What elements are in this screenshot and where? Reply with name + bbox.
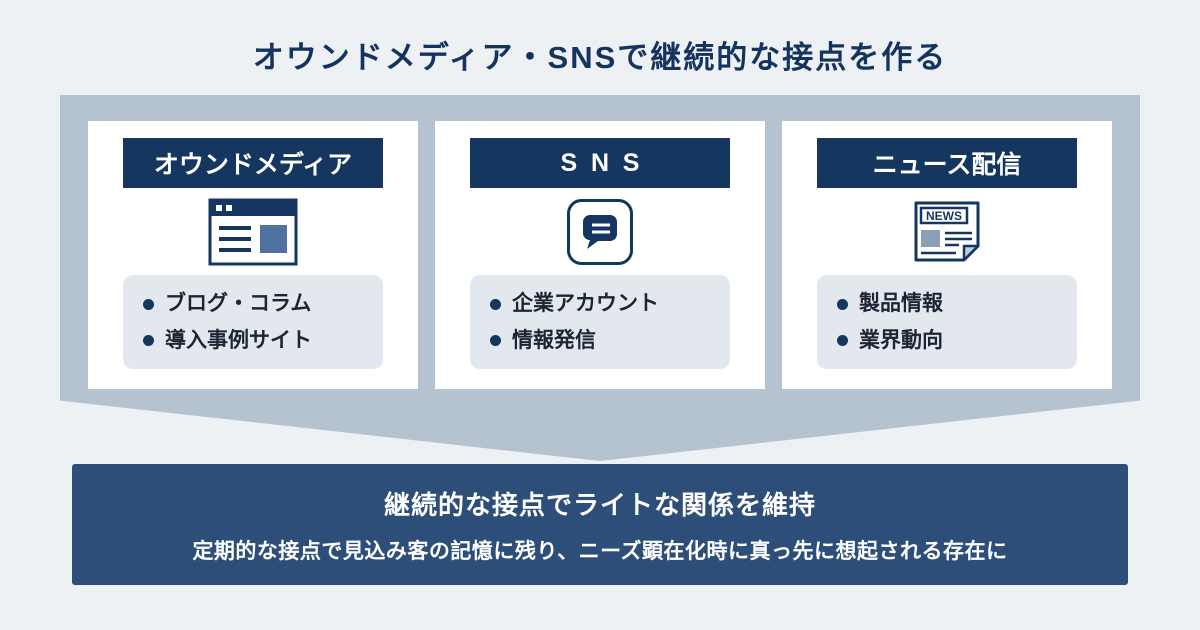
chat-bubble-icon — [566, 188, 634, 275]
bullet-item: 導入事例サイト — [143, 327, 363, 354]
card-owned-media: オウンドメディア ブログ・コラム — [88, 121, 418, 389]
conclusion-banner: 継続的な接点でライトな関係を維持 定期的な接点で見込み客の記憶に残り、ニーズ顕在… — [72, 464, 1128, 585]
bullet-label: 製品情報 — [859, 292, 943, 316]
bullet-dot-icon — [143, 298, 154, 310]
bullet-label: 業界動向 — [859, 328, 943, 352]
bullet-item: 製品情報 — [837, 290, 1057, 317]
bullet-dot-icon — [490, 334, 501, 346]
bullet-item: 業界動向 — [837, 327, 1057, 354]
browser-window-icon — [208, 188, 298, 275]
bullet-label: 情報発信 — [512, 328, 596, 352]
bullet-label: ブログ・コラム — [165, 292, 312, 316]
card-sns: SNS 企業アカウント 情報発信 — [435, 121, 765, 389]
bullet-label: 導入事例サイト — [165, 328, 312, 352]
bullet-box: ブログ・コラム 導入事例サイト — [123, 275, 383, 369]
card-header-news: ニュース配信 — [817, 138, 1077, 188]
news-icon-label: NEWS — [926, 209, 962, 223]
bullet-dot-icon — [490, 298, 501, 310]
bullet-item: ブログ・コラム — [143, 290, 363, 317]
conclusion-subtitle: 定期的な接点で見込み客の記憶に残り、ニーズ顕在化時に真っ先に想起される存在に — [192, 539, 1008, 563]
bullet-dot-icon — [837, 334, 848, 346]
bullet-item: 企業アカウント — [490, 290, 710, 317]
bullet-box: 企業アカウント 情報発信 — [470, 275, 730, 369]
page-title: オウンドメディア・SNSで継続的な接点を作る — [252, 40, 948, 75]
cards-row: オウンドメディア ブログ・コラム — [88, 121, 1112, 389]
card-header-sns: SNS — [470, 138, 730, 188]
bullet-item: 情報発信 — [490, 327, 710, 354]
bullet-label: 企業アカウント — [512, 292, 659, 316]
card-news: ニュース配信 NEWS 製品情報 — [782, 121, 1112, 389]
conclusion-title: 継続的な接点でライトな関係を維持 — [383, 489, 816, 520]
card-header-owned-media: オウンドメディア — [123, 138, 383, 188]
bullet-dot-icon — [143, 334, 154, 346]
bullet-dot-icon — [837, 298, 848, 310]
bullet-box: 製品情報 業界動向 — [817, 275, 1077, 369]
newspaper-icon: NEWS — [912, 188, 982, 275]
